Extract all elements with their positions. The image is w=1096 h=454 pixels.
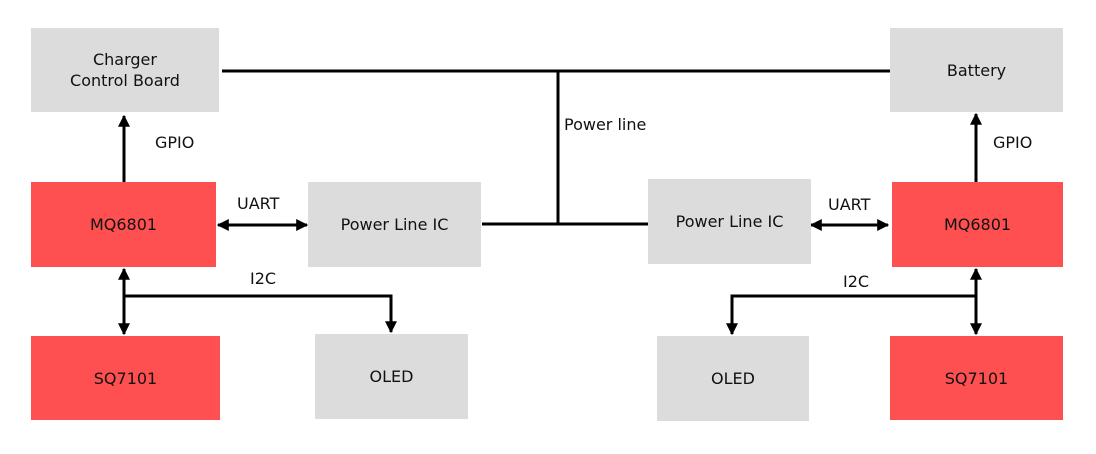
charger-control-board-block: Charger Control Board [31, 28, 219, 112]
right-power-line-ic-block: Power Line IC [648, 179, 811, 264]
battery-label: Battery [946, 60, 1007, 80]
left-oled-block: OLED [315, 334, 468, 419]
left-mq6801-label: MQ6801 [89, 215, 158, 234]
right-mq6801-block: MQ6801 [892, 182, 1063, 267]
right-uart-label: UART [828, 195, 871, 214]
left-mq6801-block: MQ6801 [31, 182, 216, 267]
right-sq7101-label: SQ7101 [944, 368, 1009, 388]
left-power-line-ic-label: Power Line IC [340, 215, 449, 234]
left-uart-label: UART [237, 194, 280, 213]
right-oled-label: OLED [711, 369, 755, 388]
left-gpio-label: GPIO [155, 133, 195, 152]
right-i2c-oled-branch [726, 294, 976, 336]
left-i2c-oled-branch [124, 294, 397, 334]
left-sq7101-block: SQ7101 [31, 336, 220, 420]
power-line-label: Power line [564, 115, 647, 134]
right-mq6801-label: MQ6801 [943, 215, 1012, 234]
right-sq7101-block: SQ7101 [890, 336, 1063, 420]
left-i2c-label: I2C [250, 269, 277, 288]
battery-block: Battery [890, 28, 1063, 112]
left-oled-label: OLED [369, 367, 414, 386]
left-sq7101-label: SQ7101 [93, 368, 158, 388]
right-gpio-label: GPIO [993, 133, 1033, 152]
left-power-line-ic-block: Power Line IC [308, 182, 481, 267]
charger-label-line2: Control Board [70, 71, 180, 90]
right-i2c-label: I2C [843, 272, 870, 291]
charger-label-line1: Charger [92, 50, 157, 69]
right-oled-block: OLED [657, 336, 809, 421]
right-power-line-ic-label: Power Line IC [675, 212, 784, 231]
